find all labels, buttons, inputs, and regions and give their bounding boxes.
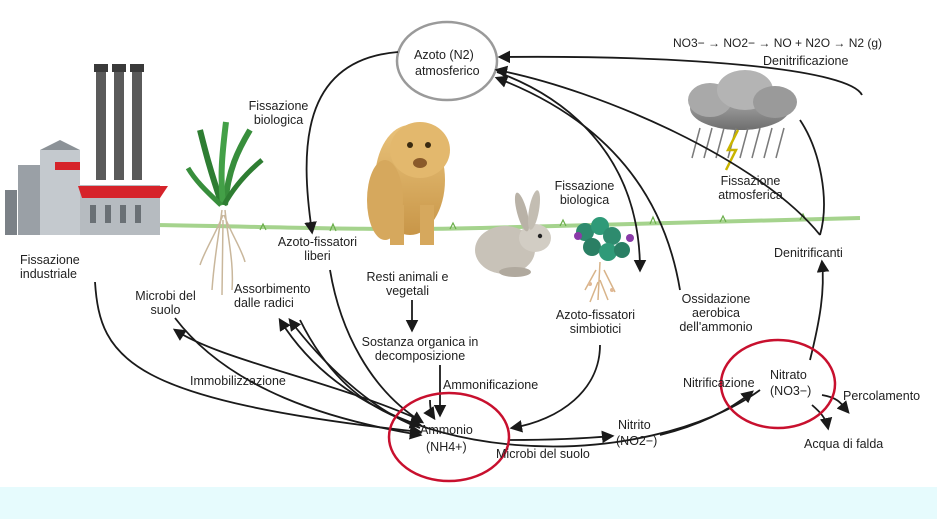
lightning-icon xyxy=(724,129,740,171)
microbi-del-suolo-bottom-label: Microbi del suolo xyxy=(496,447,590,461)
grass-plant-icon xyxy=(185,121,264,296)
arrow-resti-to-ammonio xyxy=(423,399,436,421)
ammonificazione-label: Ammonificazione xyxy=(443,378,539,392)
arrow-n2-to-ossidazione xyxy=(494,75,681,291)
denitrificazione-label: Denitrificazione xyxy=(763,54,849,68)
fissazione-biologica-left-label: Fissazione biologica xyxy=(248,99,309,127)
nitrato-formula: (NO3−) xyxy=(770,384,812,398)
arrow-microbi-to-ammonio xyxy=(174,317,423,440)
arrow-liberi-to-ammonio xyxy=(329,269,425,424)
arrow-nitrato-to-falda xyxy=(811,404,833,431)
denitrification-equation: NO3− → NO2− → NO + N2O → N2 (g) xyxy=(673,36,883,50)
arrow-nitrito-to-nitrato xyxy=(659,390,754,436)
arrow-n2-to-fissazione-atmosferica xyxy=(494,65,821,236)
factory-icon xyxy=(5,64,168,235)
acqua-di-falda-label: Acqua di falda xyxy=(804,437,884,451)
arrow-nitrato-to-percolamento xyxy=(821,394,850,414)
azoto-fissatori-liberi-label: Azoto-fissatori liberi xyxy=(277,235,358,263)
arrow-industriale-to-ammonio xyxy=(94,281,423,438)
microbi-del-suolo-label: Microbi del suolo xyxy=(135,289,196,317)
arrow-ammonio-to-nitrito xyxy=(509,430,615,444)
arrow-nitrato-to-denitrificanti xyxy=(809,259,830,361)
arrow-n2-to-fissatori-liberi xyxy=(304,51,399,235)
arrow-denitrificanti-to-n2 xyxy=(799,119,825,236)
fissazione-industriale-label: Fissazione industriale xyxy=(20,253,80,281)
fissazione-biologica-right-label: Fissazione biologica xyxy=(554,179,615,207)
percolamento-label: Percolamento xyxy=(843,389,921,403)
ossidazione-label: Ossidazione aerobica dell'ammonio xyxy=(679,292,753,334)
nitrato-label: Nitrato xyxy=(770,368,807,382)
nitrito-label: Nitrito xyxy=(618,418,651,432)
azoto-fissatori-simbiotici-label: Azoto-fissatori simbiotici xyxy=(555,308,636,336)
n2-oval xyxy=(395,20,499,102)
ammonio-label: Ammonio xyxy=(420,423,473,437)
nitrato-highlight-circle xyxy=(719,338,837,430)
immobilizzazione-label: Immobilizzazione xyxy=(190,374,286,388)
n2-label-bottom: atmosferico xyxy=(415,64,480,78)
denitrificanti-label: Denitrificanti xyxy=(774,246,843,260)
storm-cloud-icon xyxy=(688,70,797,159)
sostanza-organica-label: Sostanza organica in decomposizione xyxy=(361,335,479,363)
arrow-denitrificazione-to-n2 xyxy=(497,50,863,96)
nitrito-formula: (NO2−) xyxy=(616,434,658,448)
arrow-simbiotici-to-ammonio xyxy=(509,344,601,433)
lion-icon xyxy=(367,122,450,245)
assorbimento-radici-label: Assorbimento dalle radici xyxy=(234,282,311,310)
fissazione-atmosferica-label: Fissazione atmosferica xyxy=(718,174,783,202)
ammonio-highlight-circle xyxy=(387,391,511,483)
rabbit-icon xyxy=(475,190,551,277)
arrow-assorbimento-from-ammonio xyxy=(299,319,423,429)
nitrificazione-label: Nitrificazione xyxy=(683,376,755,390)
arrow-n2-to-simbiotici xyxy=(496,71,647,273)
resti-label: Resti animali e vegetali xyxy=(366,270,449,298)
n2-label-top-text: Azoto (N2) xyxy=(414,48,474,62)
n2-label-top: Azoto (N2) xyxy=(414,48,474,62)
bottom-band xyxy=(0,487,937,519)
clover-plant-icon xyxy=(574,217,634,303)
ammonio-formula: (NH4+) xyxy=(426,440,467,454)
